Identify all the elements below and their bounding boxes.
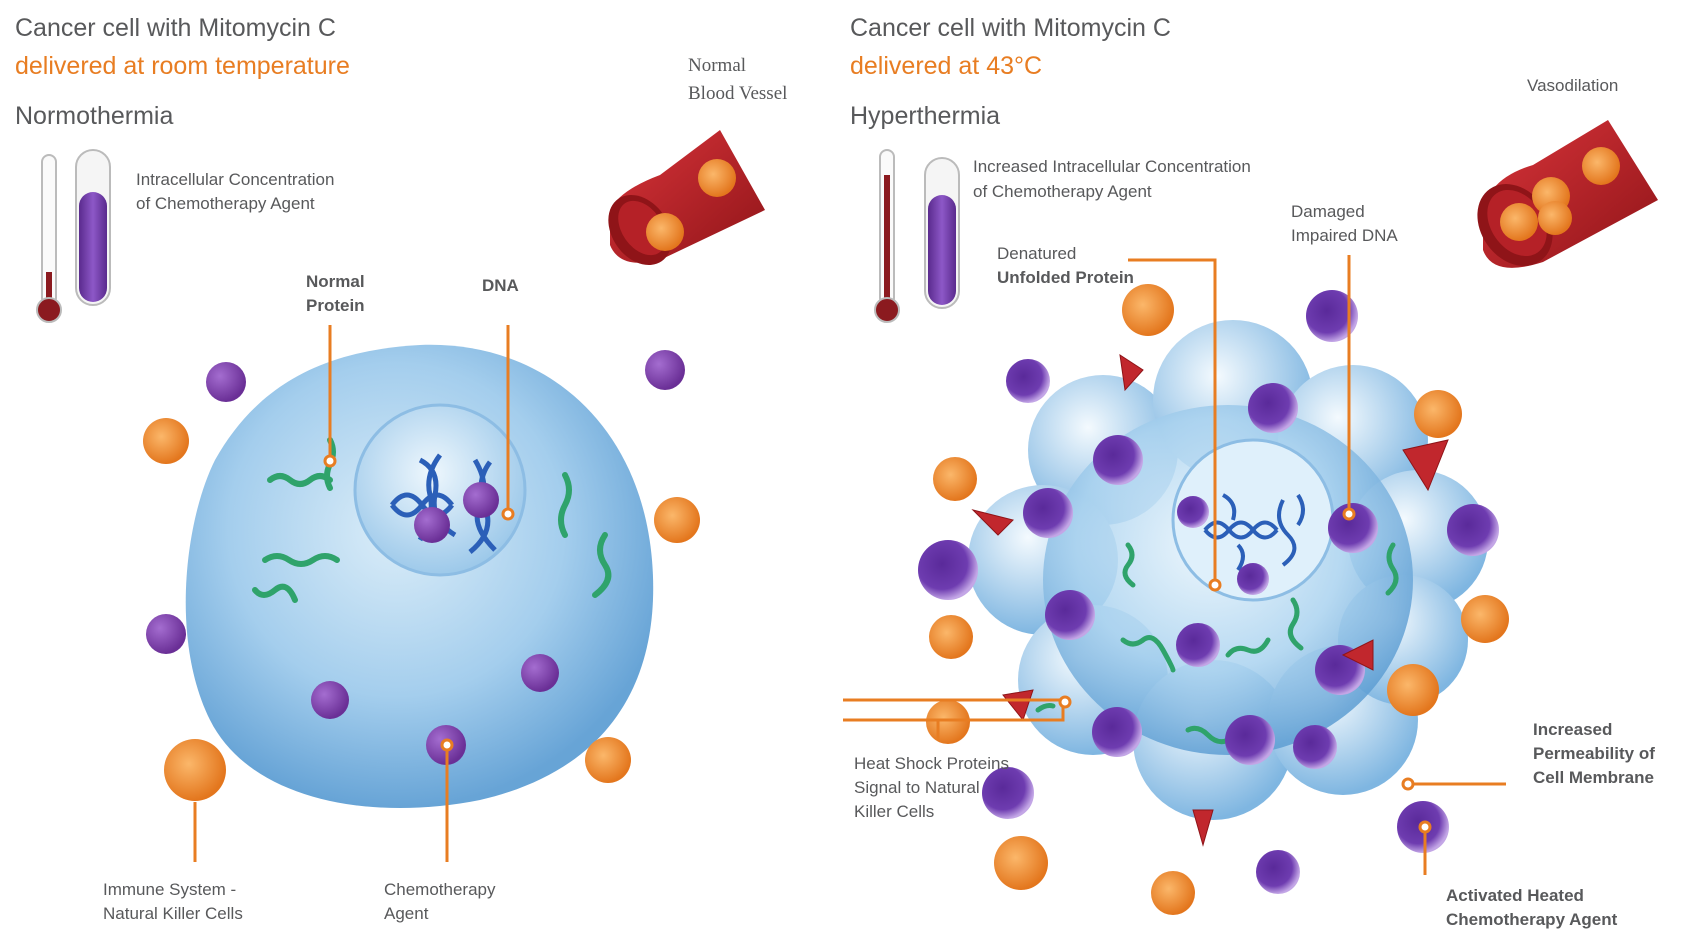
- concentration-label-line2: of Chemotherapy Agent: [973, 182, 1152, 201]
- chemo-molecule-icon: [1177, 496, 1209, 528]
- panel-title: Cancer cell with Mitomycin C: [15, 14, 336, 42]
- test-tube-icon: [924, 157, 960, 309]
- vessel-label-line1: Normal: [688, 55, 747, 76]
- heat-shock-label-line1: Heat Shock Proteins: [854, 754, 1009, 773]
- cancer-cell: [185, 344, 654, 809]
- hyperthermia-panel: Cancer cell with Mitomycin C delivered a…: [843, 0, 1685, 947]
- nucleus: [353, 403, 527, 577]
- leader-lines: [843, 255, 1506, 875]
- nk-cell-icon: [654, 497, 700, 543]
- chemo-molecule-icon: [146, 614, 186, 654]
- protein-icon: [1035, 542, 1399, 745]
- heat-shock-label-line3: Killer Cells: [854, 802, 935, 821]
- panel-title: Cancer cell with Mitomycin C: [850, 14, 1171, 42]
- concentration-label-line2: of Chemotherapy Agent: [136, 194, 315, 213]
- test-tube-icon: [75, 149, 111, 306]
- chemo-molecule-icon: [414, 507, 450, 543]
- state-label: Normothermia: [15, 102, 174, 130]
- protein-label-line2: Protein: [306, 296, 365, 315]
- vessel-label-line2: Blood Vessel: [688, 83, 788, 104]
- dna-label: DNA: [482, 276, 519, 295]
- denatured-protein-label-line2: Unfolded Protein: [997, 268, 1134, 287]
- activated-chemo-label-line1: Activated Heated: [1446, 886, 1584, 905]
- heat-shock-protein-icon: [971, 353, 1449, 847]
- permeability-label-line2: Permeability of: [1533, 744, 1655, 763]
- chemo-molecule-icon: [206, 362, 246, 402]
- permeability-label-line1: Increased: [1533, 720, 1613, 739]
- blood-vessel-icon: [1477, 120, 1658, 268]
- chemo-molecule-icon: [311, 681, 349, 719]
- chemo-molecules: [918, 290, 1499, 894]
- chemo-molecule-icon: [645, 350, 685, 390]
- activated-chemo-label-line2: Chemotherapy Agent: [1446, 910, 1618, 929]
- immune-label-line2: Natural Killer Cells: [103, 904, 243, 923]
- protein-icon: [252, 437, 612, 603]
- chemo-molecule-icon: [521, 654, 559, 692]
- chemo-label-line2: Agent: [384, 904, 429, 923]
- normothermia-panel: Cancer cell with Mitomycin C delivered a…: [0, 0, 842, 947]
- vasodilation-label: Vasodilation: [1527, 76, 1619, 95]
- panel-subtitle: delivered at room temperature: [15, 52, 350, 80]
- nk-cell-icon: [585, 737, 631, 783]
- chemo-molecule-icon: [1237, 563, 1269, 595]
- damaged-dna-label-line2: Impaired DNA: [1291, 226, 1398, 245]
- concentration-label-line1: Increased Intracellular Concentration: [973, 157, 1251, 176]
- protein-label-line1: Normal: [306, 272, 365, 291]
- denatured-protein-label-line1: Denatured: [997, 244, 1077, 263]
- hyperthermia-illustration: [843, 120, 1658, 915]
- immune-label-line1: Immune System -: [103, 880, 237, 899]
- leader-lines: [193, 325, 515, 862]
- dna-helix-icon: [390, 453, 497, 554]
- chemo-label-line1: Chemotherapy: [384, 880, 496, 899]
- permeability-label-line3: Cell Membrane: [1533, 768, 1654, 787]
- nk-cell-icon: [164, 739, 226, 801]
- normothermia-illustration: [36, 130, 765, 862]
- heat-shock-label-line2: Signal to Natural: [854, 778, 980, 797]
- thermometer-icon: [874, 149, 900, 323]
- nk-cell-icon: [926, 284, 1509, 915]
- panel-subtitle: delivered at 43°C: [850, 52, 1043, 80]
- blood-vessel-icon: [608, 130, 765, 266]
- damaged-dna-label-line1: Damaged: [1291, 202, 1365, 221]
- concentration-label-line1: Intracellular Concentration: [136, 170, 335, 189]
- nk-cell-icon: [143, 418, 189, 464]
- state-label: Hyperthermia: [850, 102, 1001, 130]
- thermometer-icon: [36, 154, 62, 323]
- chemo-molecule-icon: [463, 482, 499, 518]
- dna-helix-icon: [1203, 493, 1305, 572]
